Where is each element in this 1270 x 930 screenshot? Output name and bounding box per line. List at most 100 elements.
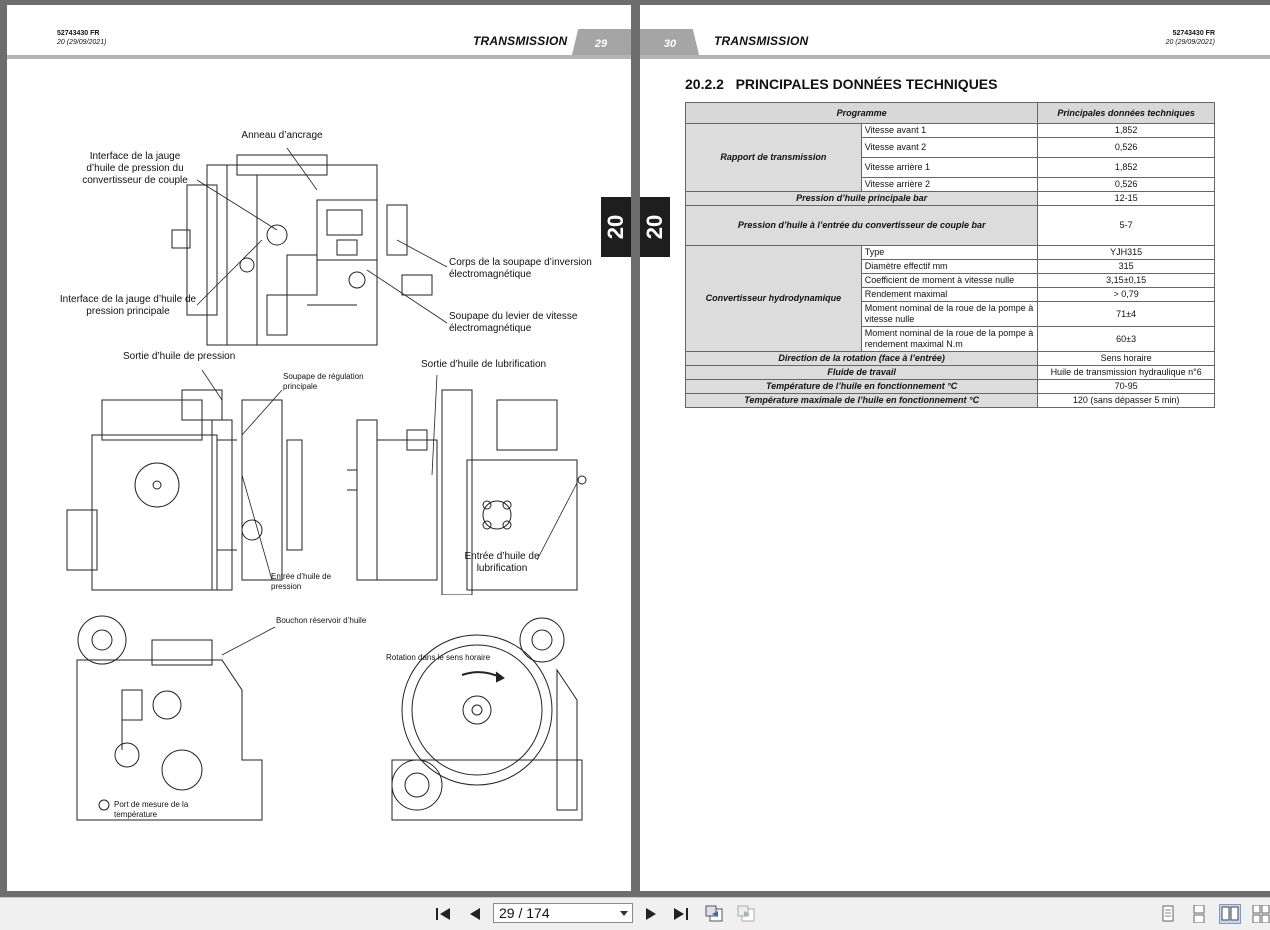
facing-view-button[interactable]: [1219, 904, 1241, 924]
row-value: 12-15: [1037, 191, 1215, 206]
single-page-icon: [1162, 905, 1174, 922]
page-number-input[interactable]: 29 / 174: [493, 903, 633, 923]
doc-date: 20 (29/09/2021): [1165, 39, 1215, 46]
doc-date: 20 (29/09/2021): [57, 39, 107, 46]
last-page-button[interactable]: [670, 904, 692, 924]
go-forward-button[interactable]: [735, 904, 757, 924]
table-row: Fluide de travail Huile de transmission …: [684, 365, 1215, 380]
label-soupape-regulation: Soupape de régulation principale: [283, 372, 364, 391]
next-page-button[interactable]: [640, 904, 662, 924]
transmission-rear-view-drawing: [347, 389, 587, 595]
prev-page-icon: [470, 908, 480, 920]
row-label-direction: Direction de la rotation (face à l’entré…: [684, 351, 1039, 366]
page-number-tab: 30: [640, 29, 700, 59]
table-header-row: Programme Principales données techniques: [684, 102, 1215, 124]
page-number: 30: [663, 38, 677, 50]
label-interface-convertisseur: Interface de la jauge d’huile de pressio…: [82, 151, 188, 186]
first-page-icon: [436, 908, 450, 920]
go-back-button[interactable]: [703, 904, 725, 924]
table-row: Pression d’huile à l’entrée du convertis…: [684, 205, 1215, 246]
row-name: Diamètre effectif mm: [860, 259, 1039, 274]
label-entree-lubrification: Entrée d’huile de lubrification: [464, 551, 540, 574]
chevron-down-icon[interactable]: [620, 911, 628, 916]
row-name: Type: [860, 245, 1039, 260]
row-label-temperature: Température de l’huile en fonctionnement…: [684, 379, 1039, 394]
table-row: Rapport de transmission Vitesse avant 1 …: [685, 123, 1215, 192]
table-row: Vitesse arrière 1 1,852: [686, 157, 1215, 178]
row-value: 3,15±0,15: [1037, 273, 1215, 288]
transmission-side-view-drawing: [171, 154, 433, 346]
chapter-number: 20: [641, 214, 667, 240]
doc-id: 52743430 FR: [57, 30, 100, 37]
last-page-icon: [674, 908, 688, 920]
continuous-facing-view-button[interactable]: [1250, 904, 1270, 924]
label-interface-principale: Interface de la jauge d’huile de pressio…: [59, 294, 197, 317]
first-page-button[interactable]: [432, 904, 454, 924]
doc-id: 52743430 FR: [1172, 30, 1215, 37]
row-label-pression-principale: Pression d’huile principale bar: [684, 191, 1039, 206]
doc-id-block: 52743430 FR 20 (29/09/2021): [1166, 29, 1215, 47]
section-title: TRANSMISSION: [473, 34, 568, 48]
table-row: Rendement maximal > 0,79: [686, 287, 1215, 302]
navigation-toolbar: 29 / 174: [0, 897, 1270, 930]
row-name: Rendement maximal: [860, 287, 1039, 302]
chapter-tab: 20: [601, 197, 631, 257]
callout-lines: [196, 147, 578, 656]
continuous-facing-icon: [1252, 905, 1270, 923]
label-rotation: Rotation dans le sens horaire: [386, 653, 491, 662]
label-soupape-levier: Soupape du levier de vitesse électromagn…: [449, 311, 578, 334]
row-value: 71±4: [1037, 301, 1215, 327]
row-value: 1,852: [1037, 157, 1215, 178]
page-number: 29: [594, 38, 608, 50]
table-row: Température de l’huile en fonctionnement…: [684, 379, 1215, 394]
row-value: YJH315: [1037, 245, 1215, 260]
row-value: > 0,79: [1037, 287, 1215, 302]
group-label-rapport: Rapport de transmission: [685, 123, 862, 192]
column-header-donnees: Principales données techniques: [1037, 102, 1215, 124]
left-page: 52743430 FR 20 (29/09/2021) TRANSMISSION…: [7, 5, 631, 891]
row-name: Vitesse arrière 1: [860, 157, 1039, 178]
transmission-front-view-drawing: [66, 389, 303, 591]
technical-data-heading: 20.2.2 PRINCIPALES DONNÉES TECHNIQUES: [685, 76, 998, 92]
go-forward-icon: [737, 905, 755, 922]
single-page-view-button[interactable]: [1157, 904, 1179, 924]
label-corps-soupape: Corps de la soupape d’inversion électrom…: [449, 257, 592, 280]
header-rule: [640, 55, 1270, 59]
group-label-convertisseur: Convertisseur hydrodynamique: [685, 245, 862, 352]
row-value: 120 (sans dépasser 5 min): [1037, 393, 1215, 408]
transmission-axial-view-drawing: [391, 617, 583, 821]
previous-page-button[interactable]: [464, 904, 486, 924]
transmission-top-view-drawing: [76, 615, 263, 821]
facing-icon: [1221, 906, 1239, 921]
row-name: Coefficient de moment à vitesse nulle: [860, 273, 1039, 288]
label-entree-pression: Entrée d’huile de pression: [271, 572, 332, 591]
row-label-fluide: Fluide de travail: [684, 365, 1039, 380]
label-anneau: Anneau d’ancrage: [241, 130, 323, 141]
row-name: Vitesse avant 1: [860, 123, 1039, 138]
row-value: 0,526: [1037, 137, 1215, 158]
continuous-icon: [1193, 905, 1205, 923]
row-name: Vitesse arrière 2: [860, 177, 1039, 192]
row-value: 0,526: [1037, 177, 1215, 192]
label-sortie-lubrification: Sortie d’huile de lubrification: [421, 359, 547, 370]
label-port-mesure: Port de mesure de la température: [114, 800, 189, 819]
row-value: 315: [1037, 259, 1215, 274]
row-name: Moment nominal de la roue de la pompe à …: [860, 326, 1039, 352]
next-page-icon: [646, 908, 656, 920]
doc-id-block: 52743430 FR 20 (29/09/2021): [57, 29, 106, 47]
continuous-view-button[interactable]: [1188, 904, 1210, 924]
row-value: 1,852: [1037, 123, 1215, 138]
table-row: Convertisseur hydrodynamique Type YJH315: [685, 245, 1215, 352]
page-number-value: 29 / 174: [499, 905, 550, 921]
go-back-icon: [705, 905, 723, 922]
technical-data-table: Programme Principales données techniques…: [684, 102, 1215, 408]
page-number-tab: 29: [571, 29, 631, 59]
row-value: 70-95: [1037, 379, 1215, 394]
row-name: Moment nominal de la roue de la pompe à …: [860, 301, 1039, 327]
label-sortie-pression: Sortie d’huile de pression: [123, 351, 236, 362]
row-value: Huile de transmission hydraulique n°6: [1037, 365, 1215, 380]
row-value: 60±3: [1037, 326, 1215, 352]
row-value: Sens horaire: [1037, 351, 1215, 366]
header-rule: [7, 55, 631, 59]
row-value: 5-7: [1037, 205, 1215, 246]
